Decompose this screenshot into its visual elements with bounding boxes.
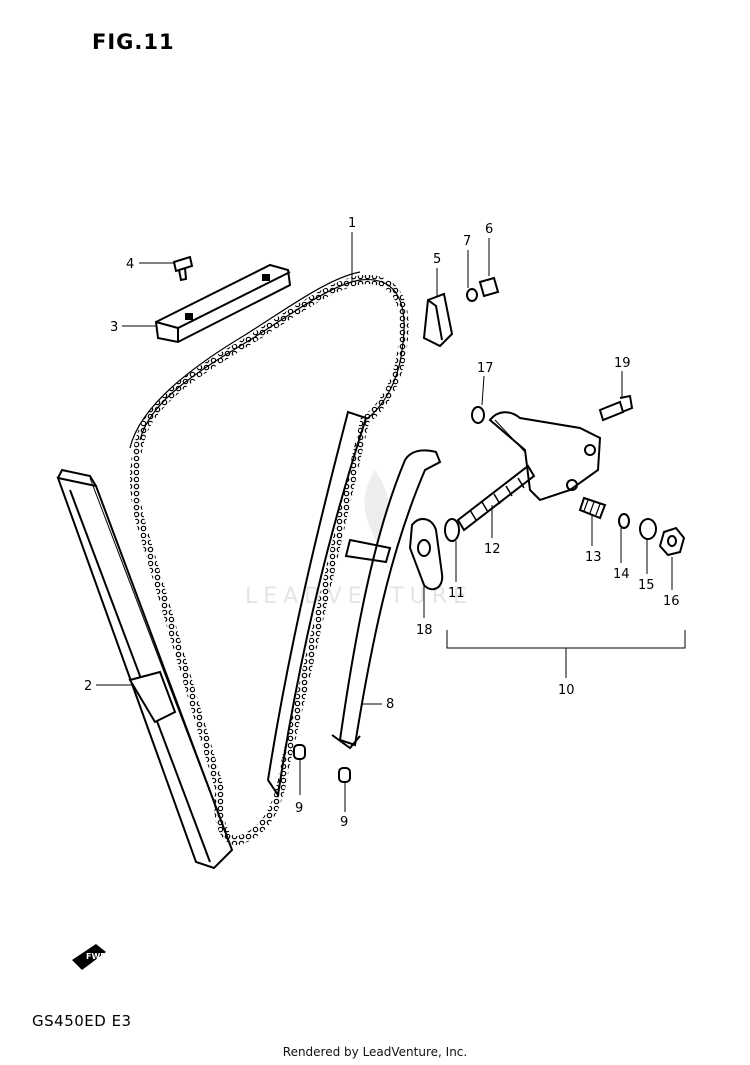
part-9-damper-b	[338, 767, 351, 783]
part-11-rod-head	[444, 518, 460, 542]
callout-6: 6	[485, 222, 493, 237]
callout-5: 5	[433, 252, 441, 267]
leader-lines	[96, 232, 686, 812]
callout-1: 1	[348, 216, 356, 231]
part-3-guide-bar	[154, 263, 292, 344]
callout-12: 12	[484, 542, 501, 557]
part-14-oring	[618, 513, 630, 529]
footer-credit: Rendered by LeadVenture, Inc.	[282, 1045, 468, 1059]
callout-17: 17	[477, 361, 494, 376]
fwd-arrow-icon: FWD	[72, 944, 107, 970]
part-8-chain-guide	[331, 449, 442, 750]
callout-8: 8	[386, 697, 394, 712]
part-15-washer	[639, 518, 657, 540]
callout-labels: 1 2 3 4 5 6 7 8 9 9 10 11 12 13 14 15 16…	[84, 216, 680, 830]
part-10-tensioner-body	[488, 411, 602, 502]
part-13-screw	[578, 496, 607, 520]
part-4-screw	[172, 255, 194, 282]
part-2-chain-guide	[56, 468, 234, 870]
callout-19: 19	[614, 356, 631, 371]
model-code: GS450ED E3	[32, 1012, 132, 1030]
callout-16: 16	[663, 594, 680, 609]
part-5-cushion	[422, 292, 454, 348]
callout-18: 18	[416, 623, 433, 638]
callout-14: 14	[613, 567, 630, 582]
part-18-gasket	[408, 518, 444, 591]
part-12-push-rod	[456, 464, 536, 532]
watermark: LEADVENTURE	[245, 470, 467, 609]
callout-2: 2	[84, 679, 92, 694]
callout-3: 3	[110, 320, 118, 335]
part-7-washer	[466, 288, 478, 302]
callout-7: 7	[463, 234, 471, 249]
part-1-cam-chain	[129, 275, 409, 846]
callout-4: 4	[126, 257, 134, 272]
part-17-washer	[471, 406, 485, 424]
callout-9b: 9	[340, 815, 348, 830]
callout-9a: 9	[295, 801, 303, 816]
callout-11: 11	[448, 586, 465, 601]
part-19-bolt	[598, 394, 634, 422]
fwd-label: FWD	[86, 952, 107, 961]
callout-15: 15	[638, 578, 655, 593]
callout-13: 13	[585, 550, 602, 565]
part-front-guide	[266, 410, 368, 798]
callout-10: 10	[558, 683, 575, 698]
part-6-bolt	[478, 276, 500, 298]
part-16-nut	[658, 526, 686, 557]
figure-title: FIG.11	[92, 30, 175, 54]
part-9-damper-a	[293, 744, 306, 760]
